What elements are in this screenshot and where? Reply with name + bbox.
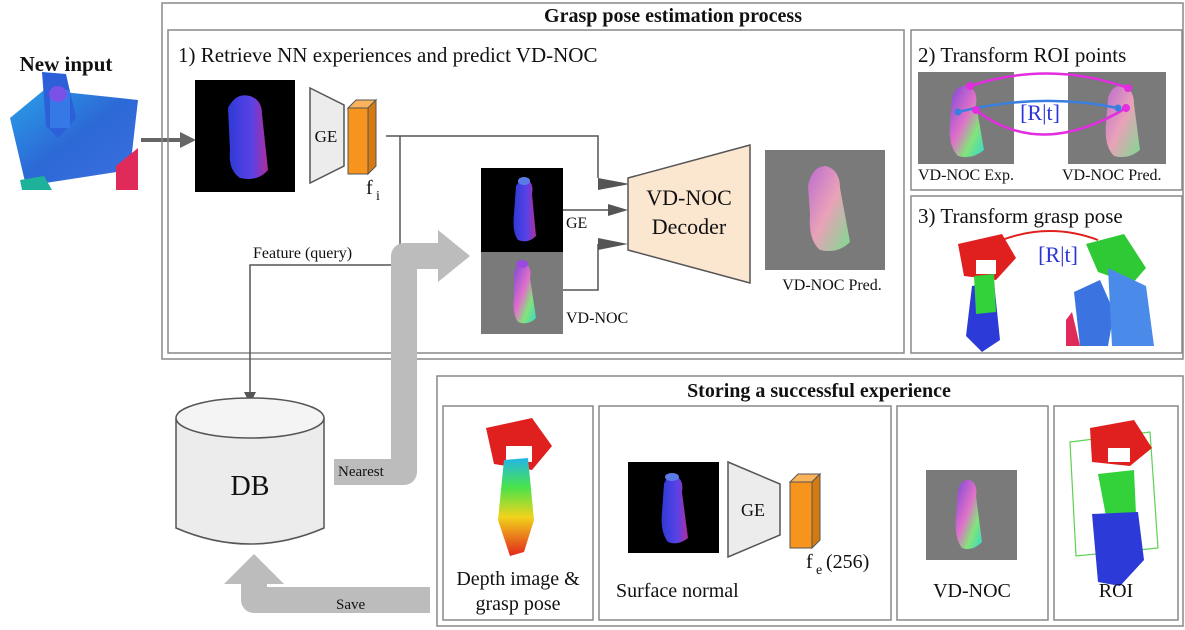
- nearest-label: Nearest: [338, 464, 385, 480]
- storing-normal-image: [628, 462, 719, 553]
- vdnoc-label-retrieved: VD-NOC: [566, 310, 628, 327]
- storing-depth-grasp-image: [486, 418, 552, 556]
- storing-roi-label: ROI: [1099, 580, 1133, 602]
- ge-label-retrieved: GE: [566, 215, 587, 232]
- new-input-title: New input: [20, 52, 113, 76]
- vdnoc-decoder: [627, 144, 751, 284]
- storing-normal-label: Surface normal: [616, 580, 739, 602]
- feature-query-label: Feature (query): [253, 245, 352, 262]
- storing-vdnoc-label: VD-NOC: [933, 580, 1011, 602]
- query-normal-image: [195, 80, 295, 192]
- storing-panel-depth: [442, 405, 594, 621]
- feature-query-line: [249, 136, 401, 392]
- step2-point-d: [1122, 104, 1130, 112]
- db-label: DB: [231, 471, 270, 502]
- step2-point-c: [972, 106, 980, 114]
- storing-depth-label-1: Depth image &: [456, 568, 580, 590]
- feature-symbol-query: f: [366, 177, 373, 199]
- step2-transform-label: [R|t]: [1020, 100, 1060, 125]
- step2-point-a: [966, 82, 974, 90]
- storing-vdnoc-image: [926, 470, 1017, 560]
- feature-symbol-store: f: [806, 551, 813, 573]
- step2-transform-arc-bottom: [975, 106, 1127, 136]
- feature-bar-store: [788, 472, 822, 550]
- step2-exp-label: VD-NOC Exp.: [918, 167, 1014, 184]
- ge-to-decoder-arrowhead: [608, 204, 628, 216]
- step2-pred-image: [1068, 72, 1166, 164]
- database-cylinder: [175, 397, 325, 545]
- step2-panel: [910, 29, 1183, 191]
- ge-encoder-query: [309, 86, 345, 185]
- feature-bar-query: [346, 98, 378, 176]
- save-label: Save: [336, 597, 366, 613]
- step3-title: 3) Transform grasp pose: [918, 204, 1123, 228]
- step2-point-f: [1114, 104, 1122, 112]
- save-arrow-head: [224, 554, 284, 584]
- step3-grasp-after: [1066, 234, 1154, 346]
- new-input-arrow-head: [180, 132, 196, 148]
- nearest-arrow-head: [438, 230, 470, 282]
- decoder-label-line2: Decoder: [652, 214, 727, 239]
- feature-to-decoder-line: [386, 135, 599, 178]
- process-title: Grasp pose estimation process: [544, 5, 802, 27]
- step1-panel: [167, 29, 905, 354]
- ge-encoder-store: [727, 460, 781, 559]
- vdnoc-to-decoder-line: [563, 244, 599, 291]
- retrieved-vdnoc-image: [481, 252, 563, 334]
- nearest-arrow: [334, 243, 442, 485]
- storing-panel: [436, 375, 1184, 627]
- decoder-label-line1: VD-NOC: [646, 185, 732, 210]
- step1-title: 1) Retrieve NN experiences and predict V…: [178, 43, 597, 67]
- predicted-vdnoc-image: [765, 150, 885, 270]
- storing-roi-image: [1069, 420, 1159, 586]
- step2-title: 2) Transform ROI points: [918, 43, 1126, 67]
- retrieved-normal-image: [481, 168, 563, 252]
- storing-panel-roi: [1053, 405, 1179, 621]
- save-arrow: [241, 580, 430, 613]
- vdnoc-to-decoder-arrowhead: [598, 238, 628, 250]
- storing-depth-label-2: grasp pose: [476, 593, 561, 615]
- step3-grasp-before: [958, 234, 1016, 352]
- step3-panel: [910, 195, 1183, 354]
- storing-panel-vdnoc: [896, 405, 1049, 621]
- feature-to-decoder-arrowhead: [598, 178, 630, 190]
- step2-point-e: [954, 108, 962, 116]
- step2-pred-label: VD-NOC Pred.: [1062, 167, 1162, 184]
- process-panel: [161, 2, 1184, 360]
- feature-dim-store: (256): [826, 551, 869, 573]
- feature-subscript-query: i: [376, 189, 380, 204]
- ge-label-query: GE: [315, 127, 338, 146]
- ge-label-store: GE: [741, 500, 765, 520]
- storing-panel-normal: [598, 405, 892, 621]
- feature-subscript-store: e: [816, 563, 822, 578]
- step3-transform-arc: [1001, 230, 1099, 241]
- step2-exp-image: [918, 72, 1014, 164]
- new-input-depth-scene: [10, 72, 138, 190]
- step2-transform-arc-top: [969, 72, 1129, 90]
- step2-point-b: [1124, 84, 1132, 92]
- storing-title: Storing a successful experience: [687, 380, 951, 402]
- step3-transform-label: [R|t]: [1038, 242, 1078, 267]
- predicted-vdnoc-label: VD-NOC Pred.: [782, 277, 882, 294]
